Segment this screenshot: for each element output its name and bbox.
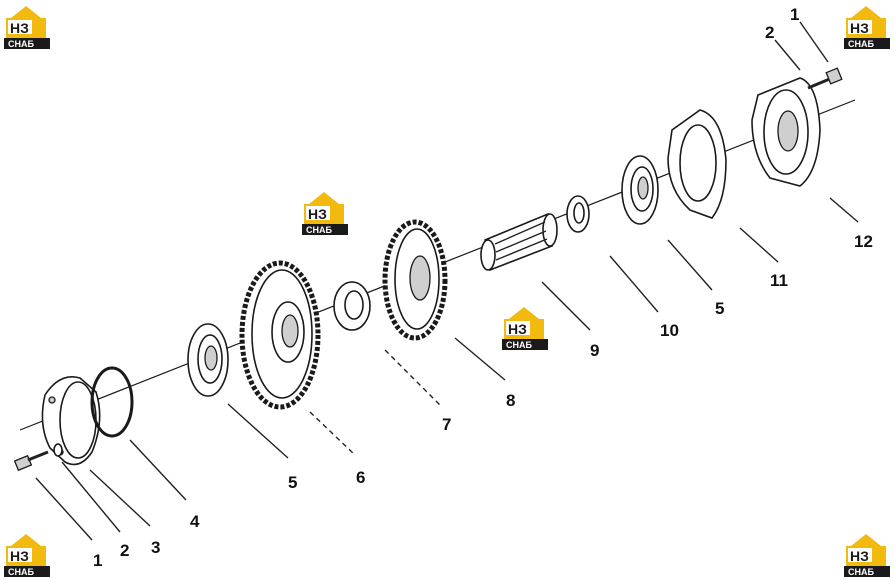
gear-large xyxy=(239,260,321,410)
bearing-right xyxy=(621,155,659,225)
callout-7: 7 xyxy=(442,415,451,434)
callout-12: 12 xyxy=(854,232,873,251)
svg-text:СНАБ: СНАБ xyxy=(848,39,874,49)
callout-5-right: 5 xyxy=(715,299,724,318)
callout-6: 6 xyxy=(356,468,365,487)
callout-8: 8 xyxy=(506,391,515,410)
svg-text:СНАБ: СНАБ xyxy=(506,340,532,350)
spacer-ring xyxy=(333,281,371,331)
gear-small xyxy=(382,219,448,341)
callout-3: 3 xyxy=(151,538,160,557)
gasket xyxy=(667,109,727,219)
svg-text:СНАБ: СНАБ xyxy=(8,39,34,49)
logo-watermark-bottom-right: СНАБ xyxy=(844,534,890,577)
logo-watermark-bottom-left: СНАБ xyxy=(4,534,50,577)
logo-watermark-top-left: СНАБ xyxy=(4,6,50,49)
callout-11: 11 xyxy=(770,271,788,290)
bolt-left xyxy=(13,443,63,472)
end-cover-left xyxy=(41,376,101,466)
callout-1-top: 1 xyxy=(790,5,799,24)
splined-shaft xyxy=(480,212,558,272)
callout-4: 4 xyxy=(190,512,200,531)
callout-2-top: 2 xyxy=(765,23,774,42)
svg-text:СНАБ: СНАБ xyxy=(848,567,874,577)
leader-lines xyxy=(35,21,859,541)
seal-ring xyxy=(566,195,590,233)
svg-text:СНАБ: СНАБ xyxy=(8,567,34,577)
callout-2-bottom: 2 xyxy=(120,541,129,560)
logo-watermark-center: СНАБ xyxy=(502,307,548,350)
bolt-right xyxy=(807,67,843,90)
callout-labels: 1 2 12 11 5 10 9 8 7 6 5 4 3 2 1 xyxy=(93,5,873,570)
callout-10: 10 xyxy=(660,321,679,340)
logo-watermark-center-left: СНАБ xyxy=(302,192,348,235)
end-cover-right xyxy=(751,77,821,187)
bearing-left xyxy=(187,323,229,397)
callout-5-left: 5 xyxy=(288,473,297,492)
o-ring xyxy=(90,366,134,438)
callout-9: 9 xyxy=(590,341,599,360)
logo-watermark-top-right: СНАБ xyxy=(844,6,890,49)
callout-1-bottom: 1 xyxy=(93,551,102,570)
svg-text:СНАБ: СНАБ xyxy=(306,225,332,235)
